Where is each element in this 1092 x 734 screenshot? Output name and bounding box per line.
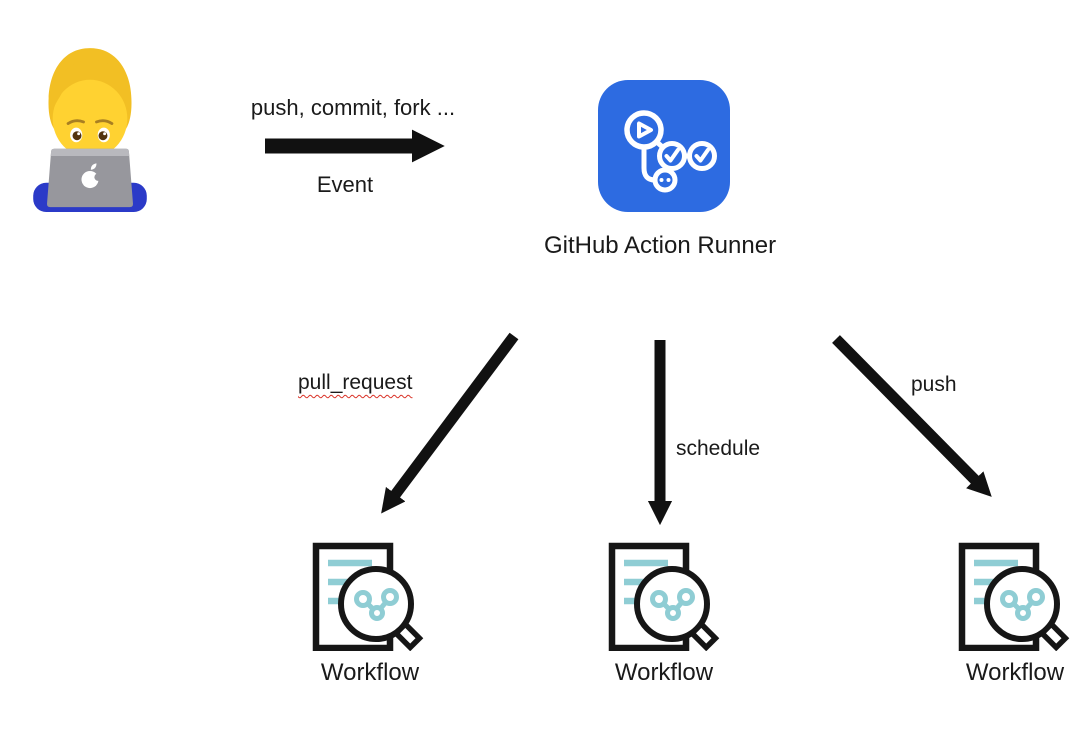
push-arrow bbox=[832, 335, 992, 497]
event-types-label: push, commit, fork ... bbox=[250, 95, 456, 120]
workflow-icon bbox=[958, 542, 1070, 651]
workflow-icon bbox=[608, 542, 720, 651]
trigger-pull-request-label: pull_request bbox=[298, 371, 413, 394]
github-actions-icon bbox=[598, 80, 730, 212]
trigger-push-label: push bbox=[911, 373, 957, 396]
pull-request-arrow bbox=[381, 332, 519, 514]
workflow-label: Workflow bbox=[320, 659, 420, 686]
technologist-emoji bbox=[33, 48, 147, 212]
trigger-schedule-label: schedule bbox=[676, 437, 761, 460]
event-label: Event bbox=[316, 172, 374, 197]
runner-label: GitHub Action Runner bbox=[543, 232, 777, 259]
workflow-label: Workflow bbox=[614, 659, 714, 686]
workflow-label: Workflow bbox=[965, 659, 1065, 686]
workflow-icon bbox=[312, 542, 424, 651]
